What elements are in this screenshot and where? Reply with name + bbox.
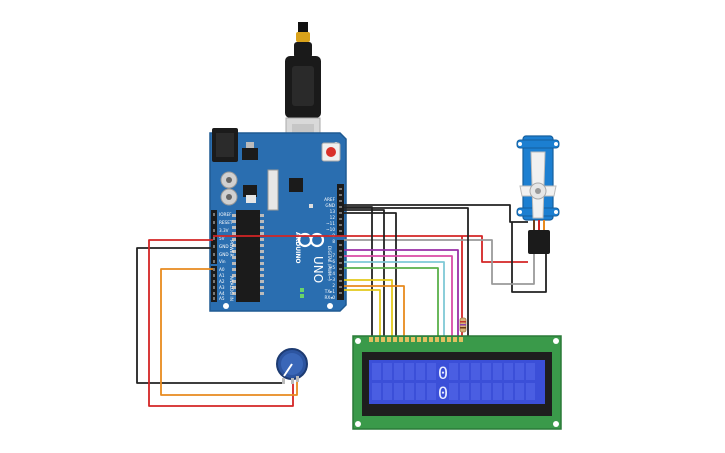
- pin-label: A5: [219, 296, 225, 301]
- pin-label: RESET: [219, 220, 233, 225]
- wire-lcd-rw[interactable]: [344, 209, 385, 340]
- wire-a0-pot[interactable]: [160, 268, 298, 396]
- wires: [136, 204, 547, 407]
- resistor[interactable]: [459, 317, 467, 333]
- wire-lcd-e[interactable]: [344, 279, 393, 340]
- wire-gnd-servo[interactable]: [344, 204, 528, 223]
- wire-lcd-d4[interactable]: [344, 267, 439, 340]
- wire-signal-servo[interactable]: [344, 239, 535, 285]
- wire-lcd-d7[interactable]: [344, 249, 459, 340]
- wire-5v-pot[interactable]: [148, 239, 294, 407]
- pin-label: 12: [330, 215, 336, 220]
- wire-lcd-d5[interactable]: [344, 261, 445, 340]
- crystal: [267, 169, 279, 211]
- lcd-line-2: 0: [438, 384, 448, 404]
- pin-label: Vin: [219, 259, 226, 264]
- on-led: [300, 288, 304, 292]
- pin-label: ~5: [329, 265, 336, 270]
- pin-label: TX▸1: [324, 289, 336, 294]
- pin-label: ~3: [329, 277, 336, 282]
- wire-lcd-rs2[interactable]: [344, 289, 381, 340]
- pin-label: A3: [219, 285, 225, 290]
- pin-label: A0: [219, 267, 225, 272]
- model-text: UNO: [311, 256, 325, 283]
- wire-gnd-pot[interactable]: [136, 247, 283, 384]
- wire-lcd-k[interactable]: [344, 212, 397, 340]
- mounting-hole: [327, 303, 333, 309]
- pin-label: 3.3V: [219, 228, 229, 233]
- pin-label: A1: [219, 273, 225, 278]
- pin-label: RX◂0: [324, 295, 335, 300]
- arduino-logo: [297, 232, 325, 248]
- brand-text: ARDUINO: [294, 232, 301, 263]
- power-header-label: POWER: [228, 240, 234, 257]
- pin-label: GND: [219, 244, 229, 249]
- pin-label: A4: [219, 291, 225, 296]
- l-led: [309, 204, 313, 208]
- arduino-uno-board[interactable]: ARDUINO UNO IOREF RESET 3.3V 5V GND GND …: [209, 128, 347, 312]
- pin-label: AREF: [324, 197, 335, 202]
- pin-label: 2: [332, 283, 335, 288]
- atmega-chip: [232, 210, 264, 302]
- wire-lcd-rs[interactable]: [344, 285, 405, 340]
- pin-label: 8: [332, 239, 335, 244]
- pin-label: ~11: [326, 221, 335, 226]
- wire-lcd-d6[interactable]: [344, 255, 453, 340]
- wire-gnd-servo-2[interactable]: [511, 222, 547, 293]
- wire-5v-servo[interactable]: [213, 235, 528, 263]
- pin-label: GND: [325, 203, 335, 208]
- digital-header-high[interactable]: [337, 184, 344, 236]
- pin-label: 5V: [219, 236, 225, 241]
- pin-label: ~10: [326, 227, 335, 232]
- pin-label: 7: [332, 253, 335, 258]
- lcd-16x2[interactable]: 0 0: [352, 335, 562, 430]
- pin-label: ~6: [329, 259, 336, 264]
- pin-label: 13: [330, 209, 336, 214]
- mounting-hole: [223, 303, 229, 309]
- servo-motor[interactable]: [516, 135, 560, 254]
- servo-connector[interactable]: [528, 230, 550, 254]
- wire-lcd-vss[interactable]: [344, 206, 373, 340]
- lcd-pin-header: [369, 337, 463, 342]
- potentiometer[interactable]: [276, 348, 308, 384]
- digital-header-label: DIGITAL (PWM~): [327, 246, 332, 281]
- pin-label: IOREF: [219, 212, 232, 217]
- wire-lcd-gnd[interactable]: [344, 207, 469, 340]
- lcd-line-1: 0: [438, 364, 448, 384]
- pin-label: GND: [219, 252, 229, 257]
- pin-label: 4: [332, 271, 335, 276]
- analog-header[interactable]: [211, 266, 217, 302]
- servo-horn[interactable]: [519, 151, 557, 219]
- analog-header-label: ANALOG IN: [228, 276, 234, 301]
- voltage-regulator: [242, 148, 258, 160]
- pin-label: A2: [219, 279, 225, 284]
